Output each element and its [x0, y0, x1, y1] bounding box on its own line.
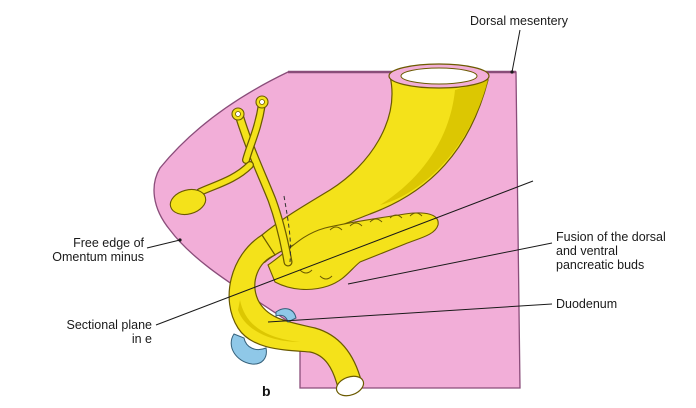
label-fusion-line1: Fusion of the dorsal [556, 230, 666, 244]
label-duodenum: Duodenum [556, 297, 617, 311]
label-sectional-plane: Sectional plane in e [30, 318, 152, 346]
label-sectional-line2: in e [30, 332, 152, 346]
label-fusion: Fusion of the dorsal and ventral pancrea… [556, 230, 666, 272]
label-fusion-line2: and ventral [556, 244, 666, 258]
label-free-edge: Free edge of Omentum minus [28, 236, 144, 264]
label-dorsal-mesentery: Dorsal mesentery [470, 14, 568, 28]
label-free-edge-line1: Free edge of [28, 236, 144, 250]
leader-dot-dorsal [510, 70, 513, 73]
duct-opening-1-inner [236, 112, 241, 117]
duct-opening-2-inner [260, 100, 265, 105]
stomach-opening-inner [401, 68, 477, 84]
label-fusion-line3: pancreatic buds [556, 258, 666, 272]
leader-free-edge [147, 240, 180, 248]
label-free-edge-line2: Omentum minus [28, 250, 144, 264]
label-sectional-line1: Sectional plane [30, 318, 152, 332]
leader-dot-free-edge [178, 238, 181, 241]
leader-dorsal-mesentery [512, 30, 520, 72]
panel-letter: b [262, 383, 271, 399]
